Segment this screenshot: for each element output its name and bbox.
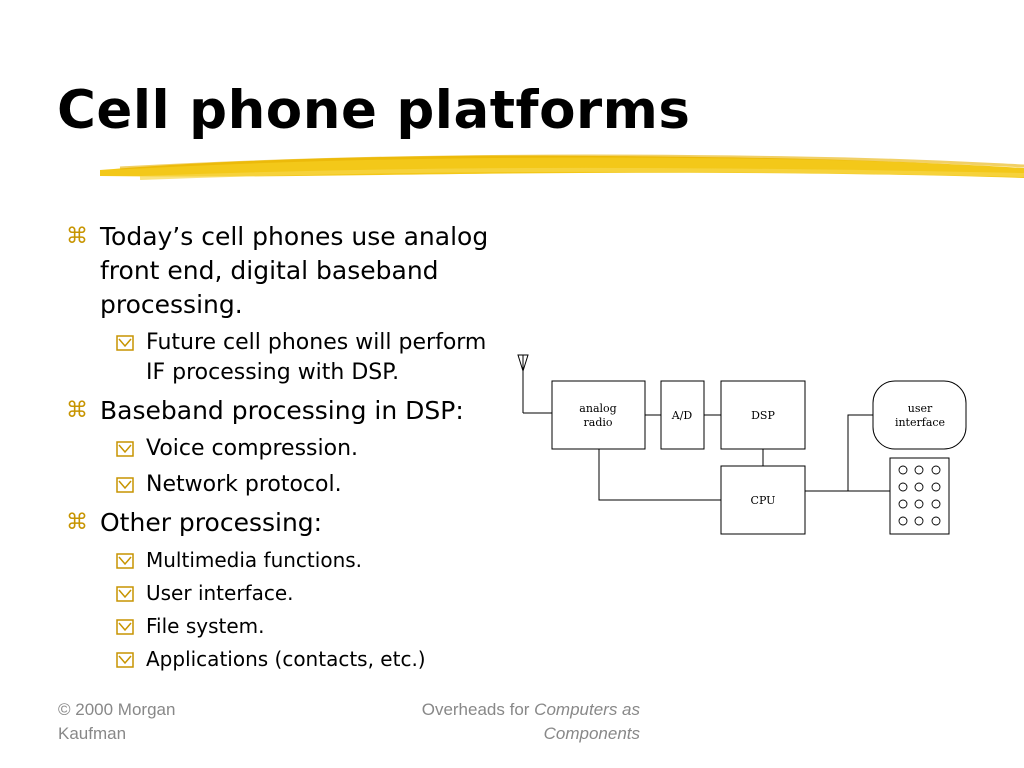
sub-bullet-text: Network protocol. (146, 472, 342, 497)
command-key-icon: ⌘ (66, 398, 88, 423)
keypad-block (889, 457, 950, 535)
checkbox-y-icon (116, 553, 134, 569)
sub-bullet-item: Network protocol. (60, 470, 500, 500)
user-interface-label-line1: user (908, 402, 933, 415)
footer-overheads: Overheads for Computers as Components (370, 698, 640, 746)
sub-bullet-text: Voice compression. (146, 436, 359, 461)
ui-bus-line (847, 414, 873, 491)
sub-bullet-item: Future cell phones will perform IF proce… (60, 328, 500, 388)
antenna-icon (517, 354, 529, 413)
page-title: Cell phone platforms (57, 80, 691, 141)
checkbox-y-icon (116, 586, 134, 602)
analog-radio-label-line1: analog (579, 402, 616, 415)
command-key-icon: ⌘ (66, 510, 88, 535)
sub-bullet-item: Applications (contacts, etc.) (60, 645, 500, 673)
bullet-text: Other processing: (100, 508, 323, 537)
user-interface-display (872, 380, 967, 450)
radio-to-cpu-line (598, 449, 721, 501)
command-key-icon: ⌘ (66, 224, 88, 249)
sub-bullet-item: File system. (60, 612, 500, 640)
footer-copyright: © 2000 Morgan Kaufman (58, 698, 175, 746)
keypad-keys (898, 465, 941, 526)
analog-radio-label-line2: radio (584, 416, 613, 429)
sub-bullet-item: Voice compression. (60, 434, 500, 464)
sub-bullet-text: Applications (contacts, etc.) (146, 647, 426, 671)
bullet-item: ⌘ Baseband processing in DSP: (60, 394, 500, 428)
checkbox-y-icon (116, 619, 134, 635)
footer-book-title-line1: Computers as (534, 700, 640, 719)
sub-bullet-item: Multimedia functions. (60, 546, 500, 574)
ad-converter-label: A/D (671, 409, 693, 422)
footer-book-title-line2: Components (543, 724, 640, 743)
cell-phone-block-diagram: analog radio A/D DSP CPU user interface (517, 354, 967, 535)
checkbox-y-icon (116, 441, 134, 457)
footer-overheads-prefix: Overheads for (421, 700, 535, 719)
footer-copyright-line2: Kaufman (58, 724, 127, 743)
checkbox-y-icon (116, 652, 134, 668)
highlighter-stroke (100, 154, 1024, 180)
checkbox-y-icon (116, 477, 134, 493)
analog-radio-block (551, 380, 646, 450)
user-interface-label-line2: interface (895, 416, 945, 429)
checkbox-y-icon (116, 335, 134, 351)
sub-bullet-text: Future cell phones will perform IF proce… (146, 330, 487, 385)
bullet-text: Baseband processing in DSP: (100, 396, 464, 425)
bullet-text: Today’s cell phones use analog front end… (100, 222, 489, 319)
sub-bullet-text: Multimedia functions. (146, 548, 363, 572)
bullet-list: ⌘ Today’s cell phones use analog front e… (60, 220, 500, 678)
bullet-item: ⌘ Today’s cell phones use analog front e… (60, 220, 500, 322)
sub-bullet-text: User interface. (146, 581, 294, 605)
sub-bullet-text: File system. (146, 614, 265, 638)
dsp-label: DSP (751, 409, 775, 422)
sub-bullet-item: User interface. (60, 579, 500, 607)
ad-converter-block (660, 380, 705, 450)
cpu-label: CPU (751, 494, 776, 507)
footer-copyright-line1: © 2000 Morgan (58, 700, 176, 719)
cpu-block (720, 465, 806, 535)
bullet-item: ⌘ Other processing: (60, 506, 500, 540)
